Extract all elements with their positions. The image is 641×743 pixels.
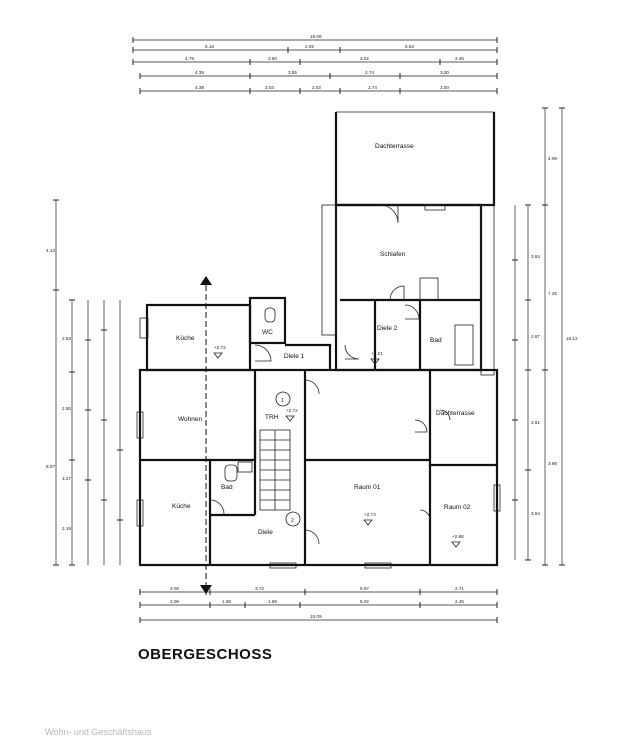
dim-bottom-r2-e: 2.45 [455, 599, 464, 604]
dim-bottom-r2-b: 1.58 [222, 599, 231, 604]
windows [136, 204, 501, 569]
room-trh: TRH [265, 414, 279, 421]
dim-left-inner-b: 2.50 [62, 406, 71, 411]
door-swings [209, 204, 451, 545]
dim-top-r4-d: 2.74 [368, 85, 377, 90]
left-dimension-chains: 4.13 8.07 2.63 2.50 3.27 2.19 [46, 199, 123, 566]
stair-marker-2 [285, 511, 301, 527]
dim-right-outer: 18.12 [566, 336, 578, 341]
room-dachterrasse-right: Dachterrasse [436, 410, 475, 417]
level-raum-01: +2.73 [364, 512, 376, 517]
dim-top-r1-c: 6.53 [405, 44, 414, 49]
footer-caption: Wohn- und Geschäftshaus [45, 727, 152, 737]
level-kueche-upper: +2.72 [214, 345, 226, 350]
room-diele-1: Diele 1 [284, 353, 305, 360]
dim-bottom-r1-b: 3.72 [255, 586, 264, 591]
level-markers: +2.72 +2.72 +3.21 +2.73 +2.88 [213, 345, 464, 548]
dim-right-inner-b: 7.26 [548, 291, 557, 296]
dim-left-outer-a: 4.13 [46, 248, 55, 253]
stair-marker-1-label: 1 [281, 398, 284, 404]
schlafen-block [334, 203, 483, 372]
chimney [419, 277, 439, 301]
stair-marker-1 [275, 391, 291, 407]
dim-left-inner-d: 2.19 [62, 526, 71, 531]
level-raum-02: +2.88 [452, 534, 464, 539]
dim-top-r3-a: 4.39 [195, 70, 204, 75]
room-bad-lower: Bad [221, 484, 233, 491]
room-diele-2: Diele 2 [377, 325, 398, 332]
right-dimension-chains: 18.12 4.09 7.26 3.96 3.84 2.67 3.61 3.54 [512, 107, 578, 566]
dim-bottom-r1-c: 5.67 [360, 586, 369, 591]
dim-top-r2-d: 2.45 [455, 56, 464, 61]
dim-top-r3-c: 2.74 [365, 70, 374, 75]
room-dachterrasse-top: Dachterrasse [375, 143, 414, 150]
room-schlafen: Schlafen [380, 251, 406, 258]
room-kueche-lower: Küche [172, 503, 191, 510]
dim-top-r4-b: 3.03 [265, 85, 274, 90]
dim-bottom-total: 15.09 [310, 614, 322, 619]
floor-title: OBERGESCHOSS [138, 646, 273, 663]
dim-top-r2-a: 4.79 [185, 56, 194, 61]
room-raum-02: Raum 02 [444, 504, 471, 511]
dim-left-inner-a: 2.63 [62, 336, 71, 341]
dim-top-r1-b: 2.02 [305, 44, 314, 49]
staircase: 1 2 [259, 391, 301, 527]
dim-right-inner-a: 4.09 [548, 156, 557, 161]
toilet-lower [224, 464, 238, 482]
room-wohnen: Wohnen [178, 416, 202, 423]
room-kueche-upper: Küche [176, 335, 195, 342]
dim-top-r1-a: 6.16 [205, 44, 214, 49]
dim-right-mid-b: 2.67 [531, 334, 540, 339]
dim-bottom-r1-a: 3.06 [170, 586, 179, 591]
shower-upper [454, 324, 474, 366]
fixtures [224, 277, 474, 482]
dim-bottom-r1-d: 2.71 [455, 586, 464, 591]
dim-top-total: 15.09 [310, 34, 322, 39]
building-walls [138, 111, 499, 567]
dim-left-inner-c: 3.27 [62, 476, 71, 481]
section-arrow-top [200, 276, 212, 285]
dim-bottom-r2-d: 5.02 [360, 599, 369, 604]
bottom-dimension-chains: 3.06 3.72 5.67 2.71 3.06 1.58 1.89 5.02 … [139, 586, 498, 623]
section-arrow-bottom [200, 585, 212, 594]
level-trh: +2.72 [286, 408, 298, 413]
dim-top-r3-b: 3.55 [288, 70, 297, 75]
dim-right-mid-a: 3.84 [531, 254, 540, 259]
dim-bottom-r2-a: 3.06 [170, 599, 179, 604]
toilet-upper [264, 307, 276, 323]
dim-top-r3-d: 3.00 [440, 70, 449, 75]
terrace-top-outline [334, 112, 496, 207]
level-diele-2: +3.21 [371, 351, 383, 356]
room-labels: Dachterrasse Schlafen Diele 2 Bad Küche … [172, 143, 475, 536]
dim-top-r4-c: 2.02 [312, 85, 321, 90]
stair-marker-2-label: 2 [291, 518, 294, 524]
room-raum-01: Raum 01 [354, 484, 381, 491]
top-dimension-chains: 15.09 6.16 2.02 6.53 4.79 3.90 3.02 2.45… [132, 34, 498, 94]
dim-top-r4-a: 4.39 [195, 85, 204, 90]
room-wc: WC [262, 329, 273, 336]
dim-top-r4-e: 3.00 [440, 85, 449, 90]
room-diele: Diele [258, 529, 273, 536]
main-body [138, 368, 499, 567]
dim-left-outer-b: 8.07 [46, 464, 55, 469]
dim-right-inner-c: 3.96 [548, 461, 557, 466]
room-bad-upper: Bad [430, 337, 442, 344]
sink-lower [237, 461, 253, 473]
dim-top-r2-b: 3.90 [268, 56, 277, 61]
wc-block [248, 296, 287, 345]
dim-top-r2-c: 3.02 [360, 56, 369, 61]
dim-right-mid-d: 3.54 [531, 511, 540, 516]
kueche-upper-block [145, 303, 252, 372]
dim-right-mid-c: 3.61 [531, 420, 540, 425]
dim-bottom-r2-c: 1.89 [268, 599, 277, 604]
